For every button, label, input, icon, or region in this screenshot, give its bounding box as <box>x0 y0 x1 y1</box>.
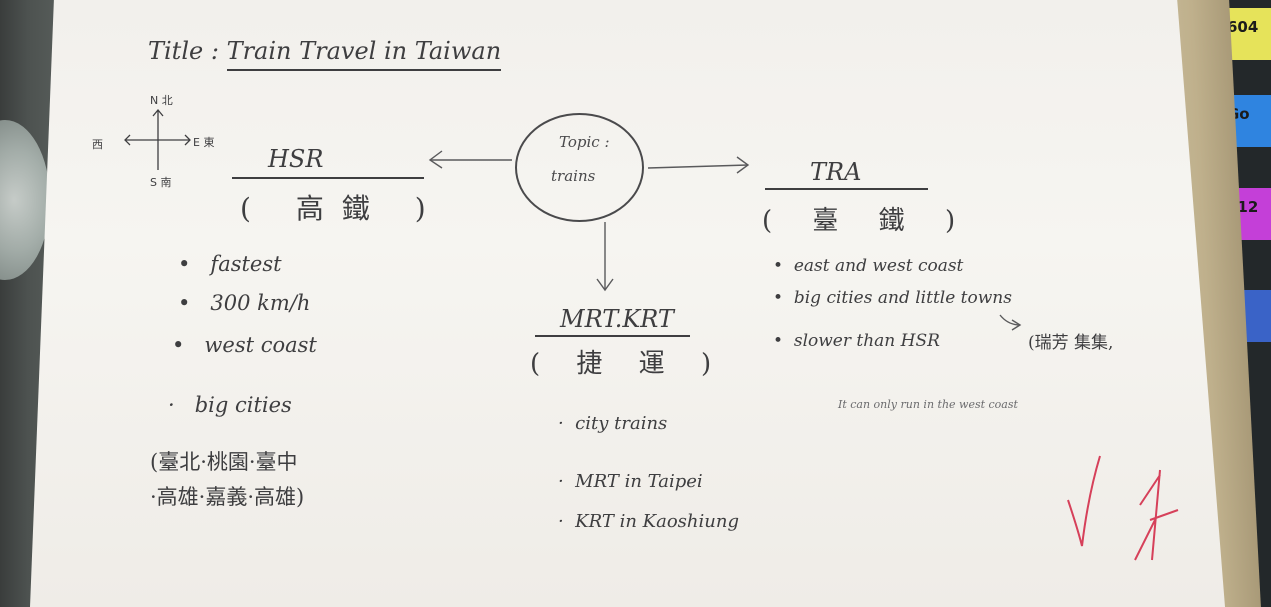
title-text: Train Travel in Taiwan <box>226 37 502 71</box>
mrt-heading: MRT.KRT <box>560 305 674 333</box>
tra-item-towns: • big cities and little towns <box>773 288 1012 308</box>
topic-bubble: Topic : trains <box>515 113 644 222</box>
compass-east: E 東 <box>193 136 215 149</box>
tra-heading: TRA <box>810 158 862 186</box>
hsr-heading: HSR <box>268 145 324 173</box>
page-title: Title : Train Travel in Taiwan <box>148 37 502 71</box>
compass-west: 西 <box>92 138 103 151</box>
compass-south: S 南 <box>150 176 172 189</box>
hsr-item-big-cities: · big cities <box>168 393 292 417</box>
mrt-underline <box>535 335 690 337</box>
mrt-item-city-trains: · city trains <box>558 413 668 434</box>
compass-arrows-icon <box>124 108 191 170</box>
topic-label: Topic : <box>559 133 610 151</box>
tra-item-slower: • slower than HSR <box>773 331 940 351</box>
tra-example-towns: (瑞芳 集集, <box>1028 333 1114 353</box>
hsr-chinese: ( 高鐵 ) <box>240 192 444 225</box>
tra-underline <box>765 188 928 190</box>
tra-chinese: ( 臺 鐵 ) <box>762 206 972 236</box>
teacher-note: It can only run in the west coast <box>838 398 1018 411</box>
mrt-chinese: ( 捷 運 ) <box>530 349 726 379</box>
compass-north: N 北 <box>150 94 173 107</box>
hsr-cities-line1: (臺北·桃園·臺中 <box>150 450 298 474</box>
mrt-item-taipei: · MRT in Taipei <box>558 471 703 492</box>
compass-rose: N 北 S 南 E 東 西 <box>90 92 220 192</box>
hsr-underline <box>232 177 424 179</box>
mrt-item-kaoshiung: · KRT in Kaoshiung <box>558 511 739 532</box>
hsr-item-fastest: • fastest <box>178 252 282 276</box>
hsr-cities-line2: ·高雄·嘉義·高雄) <box>150 485 305 509</box>
topic-value: trains <box>551 167 596 185</box>
title-label: Title : <box>148 37 219 65</box>
tra-item-coast: • east and west coast <box>773 256 964 276</box>
hsr-item-speed: • 300 km/h <box>178 291 311 315</box>
hsr-item-west-coast: • west coast <box>172 333 317 357</box>
worksheet-paper <box>30 0 1225 607</box>
